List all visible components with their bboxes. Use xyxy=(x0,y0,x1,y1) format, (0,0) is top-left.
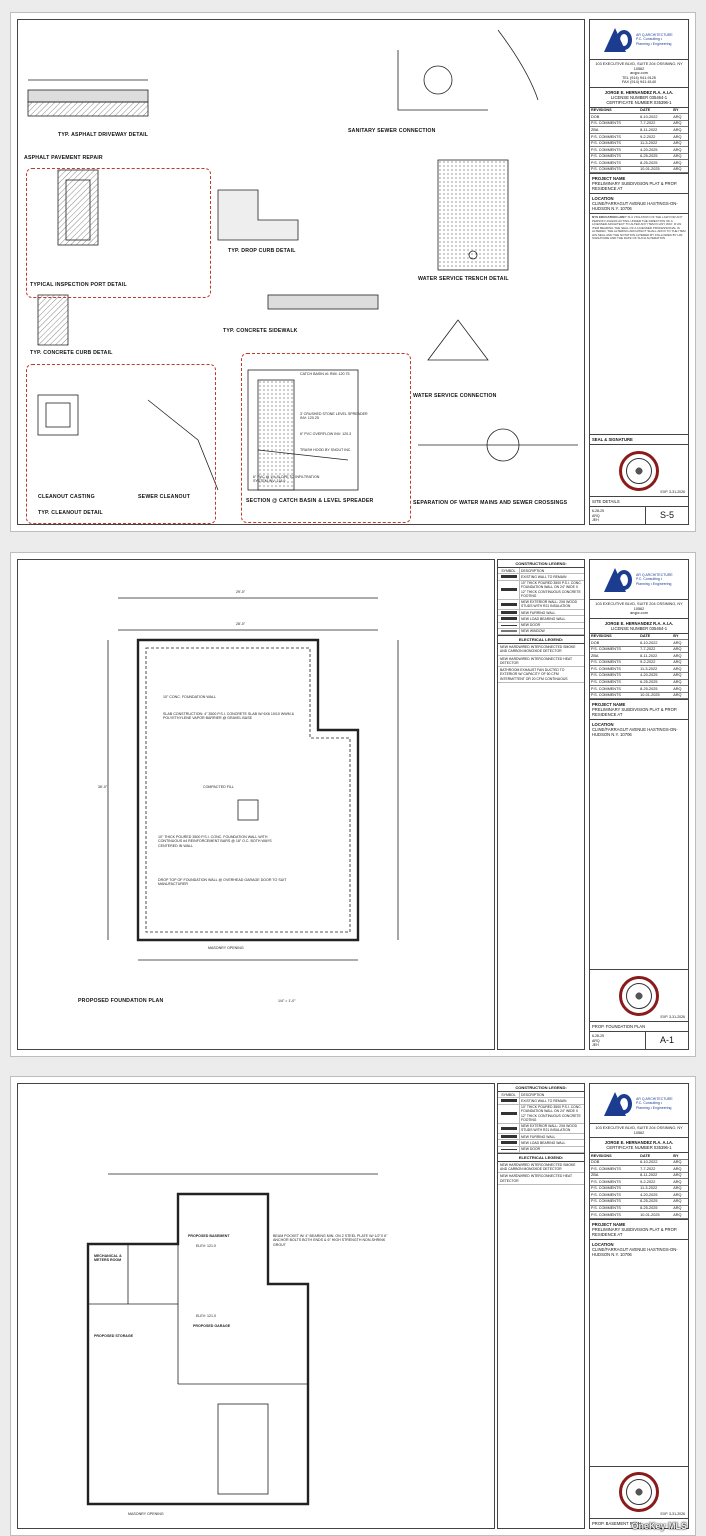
sheet-foundation-plan: 29'-0" 28'-0" 36'-0" 10" CONC. FOUNDATIO… xyxy=(10,552,696,1057)
wall-symbol-icon xyxy=(498,1098,520,1104)
fill-note: COMPACTED FILL xyxy=(203,785,234,789)
detail-title: SEWER CLEANOUT xyxy=(138,494,191,500)
wall-symbol-icon xyxy=(498,1123,520,1133)
drawing-title: SITE DETAILS xyxy=(592,499,620,505)
title-block: AR Q ARCHITECTURE P.C. Consulting • Plan… xyxy=(589,559,689,1050)
cleanout-highlight xyxy=(26,364,216,524)
door-symbol-icon xyxy=(498,1146,520,1152)
detail-title: TYP. ASPHALT DRIVEWAY DETAIL xyxy=(58,132,149,138)
detail-title: WATER SERVICE CONNECTION xyxy=(413,393,497,399)
catch-basin-highlight xyxy=(241,353,411,523)
wall-symbol-icon xyxy=(498,580,520,599)
architect-seal: EXP. 3-31-2026 xyxy=(590,1465,688,1518)
room-label: PROPOSED BASEMENT xyxy=(188,1234,230,1238)
detail-title: TYP. CONCRETE SIDEWALK xyxy=(223,328,298,334)
site-details-linework xyxy=(27,29,578,491)
inspection-port-highlight xyxy=(26,168,211,298)
architect-seal: EXP. 3-31-2026 xyxy=(590,969,688,1021)
seal-icon xyxy=(619,975,659,1016)
title-block: AR Q ARCHITECTURE P.C. Consulting • Plan… xyxy=(589,19,689,525)
drawing-area: 29'-0" 28'-0" 36'-0" 10" CONC. FOUNDATIO… xyxy=(17,559,495,1050)
wall-symbol-icon xyxy=(498,616,520,622)
watermark: OneKey MLS xyxy=(631,1521,687,1531)
detail-title: SEPARATION OF WATER MAINS AND SEWER CROS… xyxy=(413,500,568,506)
detail-title: SECTION @ CATCH BASIN & LEVEL SPREADER xyxy=(246,498,374,504)
basement-plan-linework xyxy=(86,1173,378,1506)
detail-title: CLEANOUT CASTING xyxy=(38,494,95,500)
drawing-title: PROP. BASEMENT PLAN xyxy=(592,1520,641,1526)
dimension-top: 29'-0" xyxy=(236,590,246,594)
wall-symbol-icon xyxy=(498,1104,520,1123)
elevation-label: ELEV: 121.0 xyxy=(196,1314,217,1318)
window-symbol-icon xyxy=(498,628,520,634)
sheet-number: S-5 xyxy=(659,510,674,521)
firm-logo: AR Q ARCHITECTURE P.C. Consulting • Plan… xyxy=(590,560,688,600)
infiltration-note: 6" PVC @ 1% SLOPE TO INFILTRATION SYSTEM… xyxy=(253,475,320,484)
arq-logo-icon xyxy=(602,1088,634,1120)
wall-symbol-icon xyxy=(498,1140,520,1146)
sheet-site-details: TYP. ASPHALT DRIVEWAY DETAIL SANITARY SE… xyxy=(10,12,696,532)
overflow-note: 6" PVC OVERFLOW INV: 120.3 xyxy=(300,432,352,436)
trash-hood-note: TRASH HOOD BY SNOUT INC. xyxy=(300,448,352,452)
masonry-opening-note: MASONRY OPENING xyxy=(208,946,244,950)
room-label: MECHANICAL & METERS ROOM xyxy=(94,1254,122,1263)
wall-symbol-icon xyxy=(498,1134,520,1140)
firm-logo: AR Q ARCHITECTURE P.C. Consulting • Plan… xyxy=(590,1084,688,1124)
architect-seal: EXP. 3-31-2026 xyxy=(590,444,688,496)
room-label: PROPOSED GARAGE xyxy=(193,1324,231,1328)
detail-title: TYP. CLEANOUT DETAIL xyxy=(38,510,103,516)
title-block: AR Q ARCHITECTURE P.C. Consulting • Plan… xyxy=(589,1083,689,1529)
detail-title: ASPHALT PAVEMENT REPAIR xyxy=(24,155,103,161)
drawing-area: MECHANICAL & METERS ROOM PROPOSED BASEME… xyxy=(17,1083,495,1529)
seal-icon xyxy=(619,450,659,491)
masonry-opening-note: MASONRY OPENING xyxy=(128,1512,164,1516)
sheet-basement-plan: MECHANICAL & METERS ROOM PROPOSED BASEME… xyxy=(10,1076,696,1536)
detail-title: TYP. DROP CURB DETAIL xyxy=(228,248,296,254)
wall-symbol-icon xyxy=(498,574,520,580)
dimension-left: 36'-0" xyxy=(98,785,108,789)
detail-title: SANITARY SEWER CONNECTION xyxy=(348,128,436,134)
plan-scale: 1/4" = 1'-0" xyxy=(278,999,296,1003)
wall-rebar-note: 10" THICK POURED 3500 P.S.I. CONC. FOUND… xyxy=(158,835,272,848)
room-label: PROPOSED STORAGE xyxy=(94,1334,134,1338)
door-symbol-icon xyxy=(498,622,520,628)
elevation-label: ELEV: 121.0 xyxy=(196,1244,217,1248)
firm-logo: AR Q ARCHITECTURE P.C. Consulting • Plan… xyxy=(590,20,688,60)
arq-logo-icon xyxy=(602,564,634,596)
drawing-title: PROP. FOUNDATION PLAN xyxy=(592,1024,646,1030)
level-spreader-note: 3' CRUSHED STONE LEVEL SPREADER INV: 120… xyxy=(300,412,368,421)
dimension-top-inner: 28'-0" xyxy=(236,622,246,626)
slab-note: SLAB CONSTRUCTION: 4" 3500 P.S.I. CONCRE… xyxy=(163,712,295,721)
drawing-area: TYP. ASPHALT DRIVEWAY DETAIL SANITARY SE… xyxy=(17,19,585,525)
seal-icon xyxy=(619,1472,659,1513)
catch-basin-note: CATCH BASIN #1 RIM: 120.75 xyxy=(300,372,350,376)
arq-logo-icon xyxy=(602,24,634,56)
wall-symbol-icon xyxy=(498,599,520,609)
foundation-wall-note: 10" CONC. FOUNDATION WALL xyxy=(163,695,216,699)
plan-title: PROPOSED FOUNDATION PLAN xyxy=(78,998,164,1004)
foundation-plan-linework xyxy=(107,597,399,961)
garage-door-note: DROP TOP OF FOUNDATION WALL @ OVERHEAD G… xyxy=(158,878,287,887)
beam-pocket-note: BEAM POCKET W/ 4" BEARING MIN. ON 2 STEE… xyxy=(273,1234,388,1247)
detail-title: WATER SERVICE TRENCH DETAIL xyxy=(418,276,509,282)
detail-title: TYP. CONCRETE CURB DETAIL xyxy=(30,350,113,356)
sheet-number: A-1 xyxy=(659,1035,674,1046)
wall-symbol-icon xyxy=(498,610,520,616)
detail-title: TYPICAL INSPECTION PORT DETAIL xyxy=(30,282,127,288)
